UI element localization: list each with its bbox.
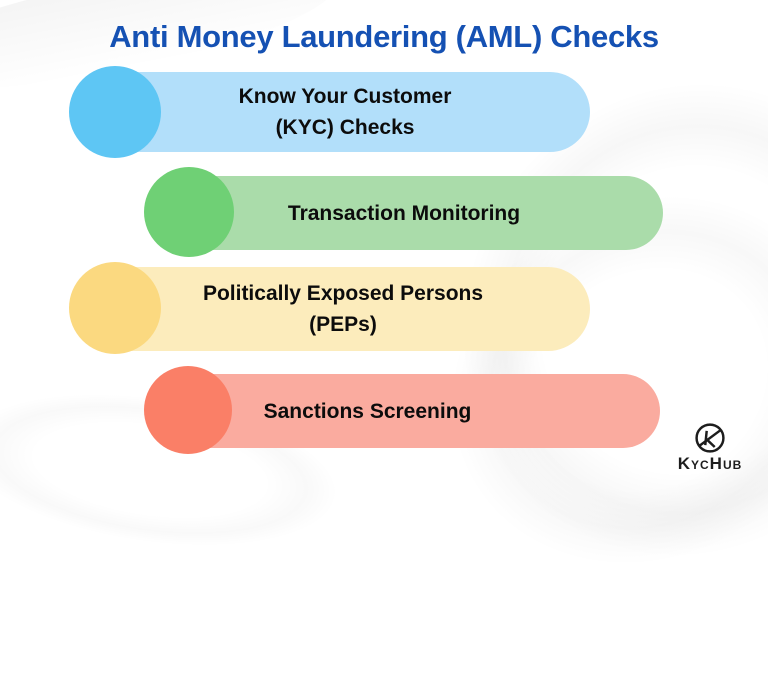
check-label-line2: (KYC) Checks [275, 116, 415, 139]
check-label: Politically Exposed Persons (PEPs) [83, 278, 603, 340]
bullet-circle-peps [69, 262, 161, 354]
check-label: Sanctions Screening [110, 396, 625, 427]
k-in-circle-icon [695, 423, 725, 453]
bullet-circle-sanctions-screening [144, 366, 232, 454]
bullet-circle-transaction-monitoring [144, 167, 234, 257]
check-label-line2: (PEPs) [309, 313, 377, 336]
check-label: Know Your Customer (KYC) Checks [85, 81, 605, 143]
check-label: Transaction Monitoring [145, 198, 663, 229]
bullet-circle-kyc [69, 66, 161, 158]
check-label-line1: Sanctions Screening [263, 399, 472, 423]
check-label-line1: Know Your Customer [238, 85, 452, 108]
check-label-line1: Transaction Monitoring [287, 201, 521, 225]
kychub-logo-text: KycHub [677, 454, 743, 473]
page-title: Anti Money Laundering (AML) Checks [109, 19, 659, 54]
kychub-logo: KycHub [664, 421, 756, 472]
check-label-line1: Politically Exposed Persons [202, 282, 484, 305]
